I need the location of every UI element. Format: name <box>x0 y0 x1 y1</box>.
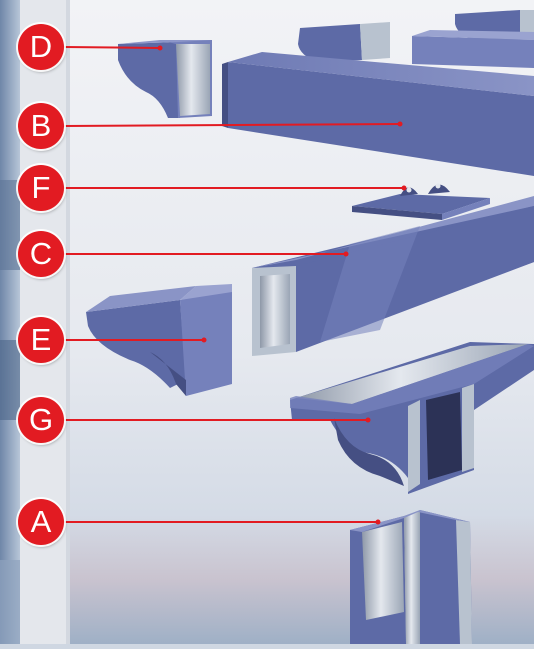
callout-a: A <box>18 499 64 545</box>
left-strip-window <box>0 340 20 420</box>
callout-g: G <box>18 397 64 443</box>
background-bracket-1 <box>298 22 390 62</box>
part-a-post <box>350 510 472 644</box>
left-strip-ground <box>0 560 20 644</box>
left-strip-window <box>0 180 20 270</box>
callout-e: E <box>18 317 64 363</box>
callout-d: D <box>18 24 64 70</box>
callout-f: F <box>18 165 64 211</box>
leader-line-d <box>64 47 160 48</box>
callout-c: C <box>18 231 64 277</box>
left-photo-strip <box>0 0 20 644</box>
background-beam <box>412 30 534 68</box>
column-divider <box>66 0 70 644</box>
callout-b: B <box>18 103 64 149</box>
